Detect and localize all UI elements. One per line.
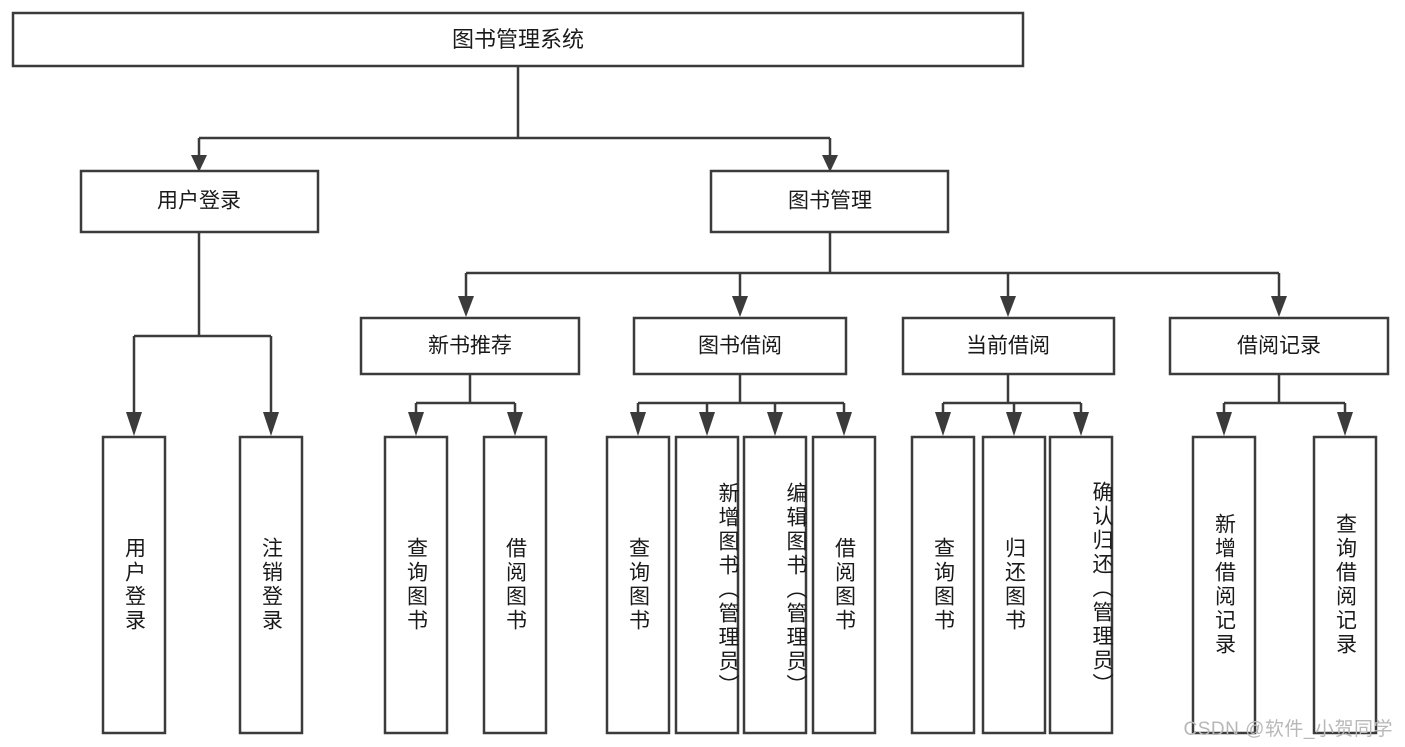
leaf-box-query-record[interactable] — [1312, 435, 1378, 735]
arrowhead-leaf-user-login — [126, 412, 142, 436]
leaf-box-layer — [101, 435, 1378, 735]
leaf-box-query-book-1[interactable] — [383, 435, 449, 735]
node-user-login-box[interactable] — [79, 169, 320, 234]
node-borrow-record-box[interactable] — [1168, 316, 1390, 376]
edge-borrowrecord-to-leaves — [1222, 374, 1347, 418]
arrowhead-leaf-confirm-return — [1073, 412, 1089, 436]
connector-layer — [126, 66, 1353, 436]
leaf-box-user-login[interactable] — [101, 435, 167, 735]
leaf-box-edit-book[interactable] — [742, 435, 808, 735]
edge-currentborrow-to-leaves — [941, 374, 1083, 418]
node-new-book-recommend[interactable]: 新书推荐 — [359, 316, 581, 376]
edge-userlogin-to-leaves — [132, 232, 273, 418]
arrowhead-current-borrow — [1000, 296, 1016, 317]
node-current-borrow[interactable]: 当前借阅 — [901, 316, 1116, 376]
node-new-book-recommend-label: 新书推荐 — [428, 335, 512, 358]
node-user-login-label: 用户登录 — [157, 190, 241, 213]
node-book-management[interactable]: 图书管理 — [709, 169, 950, 234]
leaf-box-add-record[interactable] — [1191, 435, 1257, 735]
leaf-box-confirm-return[interactable] — [1048, 435, 1114, 735]
arrowhead-leaf-add-record — [1216, 412, 1232, 436]
arrowhead-leaf-query-book-3 — [935, 412, 951, 436]
arrowhead-book-borrow — [732, 296, 748, 317]
node-root-box[interactable] — [11, 11, 1025, 68]
node-borrow-record-label: 借阅记录 — [1237, 335, 1321, 358]
edge-newbook-to-leaves — [414, 374, 517, 418]
arrowhead-leaf-logout — [263, 412, 279, 436]
arrowhead-leaf-borrow-book-1 — [507, 412, 523, 436]
arrowhead-leaf-return-book — [1006, 412, 1022, 436]
csdn-watermark: CSDN @软件_小贺同学 — [1183, 719, 1393, 740]
leaf-box-add-book[interactable] — [674, 435, 740, 735]
arrowhead-leaf-borrow-book-2 — [836, 412, 852, 436]
node-user-login[interactable]: 用户登录 — [79, 169, 320, 234]
arrowhead-book-manage — [822, 155, 838, 172]
node-root-label: 图书管理系统 — [452, 27, 584, 52]
arrowhead-new-book-rec — [458, 296, 474, 317]
edge-bookmanage-to-level3 — [464, 232, 1281, 298]
node-borrow-record[interactable]: 借阅记录 — [1168, 316, 1390, 376]
node-book-management-label: 图书管理 — [788, 190, 872, 213]
arrowhead-leaf-query-book-2 — [630, 412, 646, 436]
arrowhead-leaf-query-book-1 — [408, 412, 424, 436]
edge-bookborrow-to-leaves — [636, 374, 846, 418]
edge-root-to-level2 — [197, 66, 832, 158]
leaf-box-query-book-3[interactable] — [910, 435, 976, 735]
leaf-box-borrow-book-1[interactable] — [482, 435, 548, 735]
leaf-box-query-book-2[interactable] — [605, 435, 671, 735]
node-book-borrow-box[interactable] — [632, 316, 848, 376]
node-new-book-recommend-box[interactable] — [359, 316, 581, 376]
arrowhead-leaf-add-book — [699, 412, 715, 436]
arrowhead-borrow-record — [1271, 296, 1287, 317]
leaf-box-return-book[interactable] — [981, 435, 1047, 735]
arrowhead-leaf-edit-book — [767, 412, 783, 436]
arrowhead-user-login — [191, 155, 207, 172]
node-root[interactable]: 图书管理系统 — [11, 11, 1025, 68]
node-book-borrow-label: 图书借阅 — [698, 335, 782, 358]
leaf-box-logout[interactable] — [238, 435, 304, 735]
leaf-box-borrow-book-2[interactable] — [811, 435, 877, 735]
node-book-borrow[interactable]: 图书借阅 — [632, 316, 848, 376]
arrowhead-leaf-query-record — [1337, 412, 1353, 436]
node-book-management-box[interactable] — [709, 169, 950, 234]
node-current-borrow-box[interactable] — [901, 316, 1116, 376]
node-current-borrow-label: 当前借阅 — [966, 335, 1050, 358]
